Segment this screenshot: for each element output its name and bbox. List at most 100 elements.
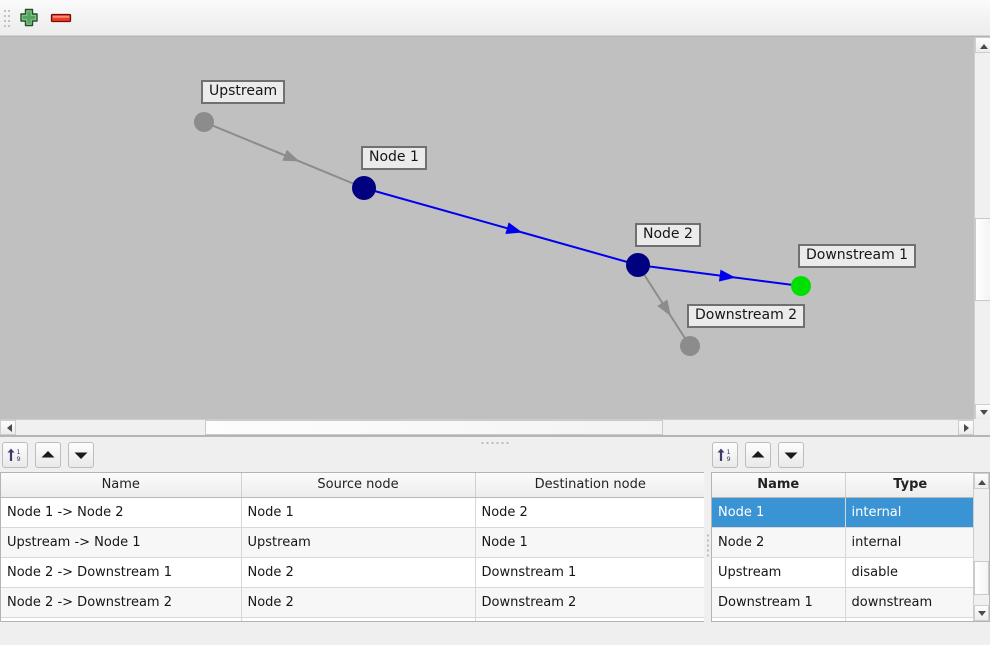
nodes-column-header[interactable]: Type [845,473,975,498]
arrow-up-icon [751,451,765,458]
graph-node-upstream[interactable] [194,112,214,132]
plus-icon [20,8,38,27]
svg-text:1: 1 [727,448,731,456]
nodes-cell[interactable]: Node 1 [712,497,846,528]
vertical-splitter[interactable] [704,472,712,622]
canvas-vertical-scroll-thumb[interactable] [975,218,990,301]
edges-cell[interactable]: Node 1 [241,497,476,528]
table-row-empty[interactable] [712,617,975,621]
nodes-table-scroll-thumb[interactable] [974,561,989,595]
nodes-table-vertical-scrollbar[interactable] [973,473,989,621]
graph-edges-layer [194,112,811,356]
scroll-up-arrow[interactable] [975,37,990,53]
graph-edge-arrow-node2-downstream2 [657,299,671,317]
edges-move-down-button[interactable] [68,442,94,468]
scrollbar-corner [974,419,990,435]
canvas-horizontal-scrollbar[interactable] [0,419,974,435]
graph-edge-upstream-node1[interactable] [203,121,365,189]
edges-move-up-button[interactable] [35,442,61,468]
canvas-vertical-scrollbar[interactable] [974,37,990,420]
edges-cell[interactable]: Node 2 [475,497,705,528]
scroll-down-arrow[interactable] [975,404,990,420]
sort-ascending-icon: 1 9 [7,448,21,463]
graph-node-downstream2[interactable] [680,336,700,356]
table-row-empty[interactable] [1,617,705,621]
graph-edge-node1-node2[interactable] [363,187,639,266]
graph-node-label-node2[interactable]: Node 2 [635,223,701,247]
edges-cell[interactable]: Downstream 2 [475,587,705,618]
remove-node-button[interactable] [48,6,74,30]
scroll-left-arrow[interactable] [0,420,16,435]
graph-node-label-downstream1[interactable]: Downstream 1 [798,244,917,268]
edges-cell[interactable]: Node 2 [241,587,476,618]
edges-column-header[interactable]: Source node [241,473,476,498]
nodes-cell[interactable]: Upstream [712,557,846,588]
nodes-cell[interactable]: Downstream 1 [712,587,846,618]
vertical-splitter-grip [707,534,709,560]
nodes-scroll-down-arrow[interactable] [974,605,989,621]
edges-cell[interactable]: Node 1 [475,527,705,558]
graph-node-label-downstream2[interactable]: Downstream 2 [687,304,806,328]
edges-cell[interactable]: Node 2 [241,557,476,588]
nodes-move-down-button[interactable] [778,442,804,468]
edges-table-toolbar: 1 9 [2,442,94,468]
arrow-down-icon [784,452,798,459]
nodes-table-toolbar: 1 9 [712,442,804,468]
svg-text:9: 9 [17,455,21,463]
graph-edge-arrow-node1-node2 [505,222,523,234]
edges-cell[interactable]: Upstream -> Node 1 [1,527,242,558]
edges-column-header[interactable]: Destination node [475,473,705,498]
scroll-right-arrow[interactable] [958,420,974,435]
edges-cell-empty [241,617,476,621]
edges-sort-button[interactable]: 1 9 [2,442,28,468]
canvas-horizontal-scroll-thumb[interactable] [205,420,663,435]
nodes-cell[interactable]: disable [845,557,975,588]
nodes-scroll-up-arrow[interactable] [974,473,989,489]
horizontal-splitter[interactable] [0,436,990,448]
graph-node-label-upstream[interactable]: Upstream [201,80,286,104]
graph-node-label-node1[interactable]: Node 1 [361,146,427,170]
edges-cell[interactable]: Node 2 -> Downstream 1 [1,557,242,588]
svg-text:1: 1 [17,448,21,456]
svg-text:9: 9 [727,455,731,463]
nodes-cell-empty [845,617,975,621]
edges-cell[interactable]: Downstream 1 [475,557,705,588]
nodes-sort-button[interactable]: 1 9 [712,442,738,468]
add-node-button[interactable] [16,6,42,30]
graph-node-node2[interactable] [626,253,650,277]
arrow-down-icon [74,452,88,459]
drag-grip[interactable] [4,10,11,27]
nodes-cell[interactable]: internal [845,527,975,558]
nodes-move-up-button[interactable] [745,442,771,468]
graph-edge-arrow-node2-downstream1 [718,269,736,282]
graph-edge-node2-downstream1[interactable] [637,264,802,287]
edges-column-header[interactable]: Name [1,473,242,498]
sort-ascending-icon: 1 9 [717,448,731,463]
nodes-cell[interactable]: downstream [845,587,975,618]
nodes-cell[interactable]: internal [845,497,975,528]
graph-node-downstream1[interactable] [791,276,811,296]
minus-icon [50,13,72,23]
graph-node-node1[interactable] [352,176,376,200]
nodes-cell[interactable]: Node 2 [712,527,846,558]
main-toolbar [0,0,990,36]
edges-cell[interactable]: Node 2 -> Downstream 2 [1,587,242,618]
edges-cell-empty [475,617,705,621]
nodes-column-header[interactable]: Name [712,473,846,498]
edges-cell[interactable]: Upstream [241,527,476,558]
edges-cell[interactable]: Node 1 -> Node 2 [1,497,242,528]
